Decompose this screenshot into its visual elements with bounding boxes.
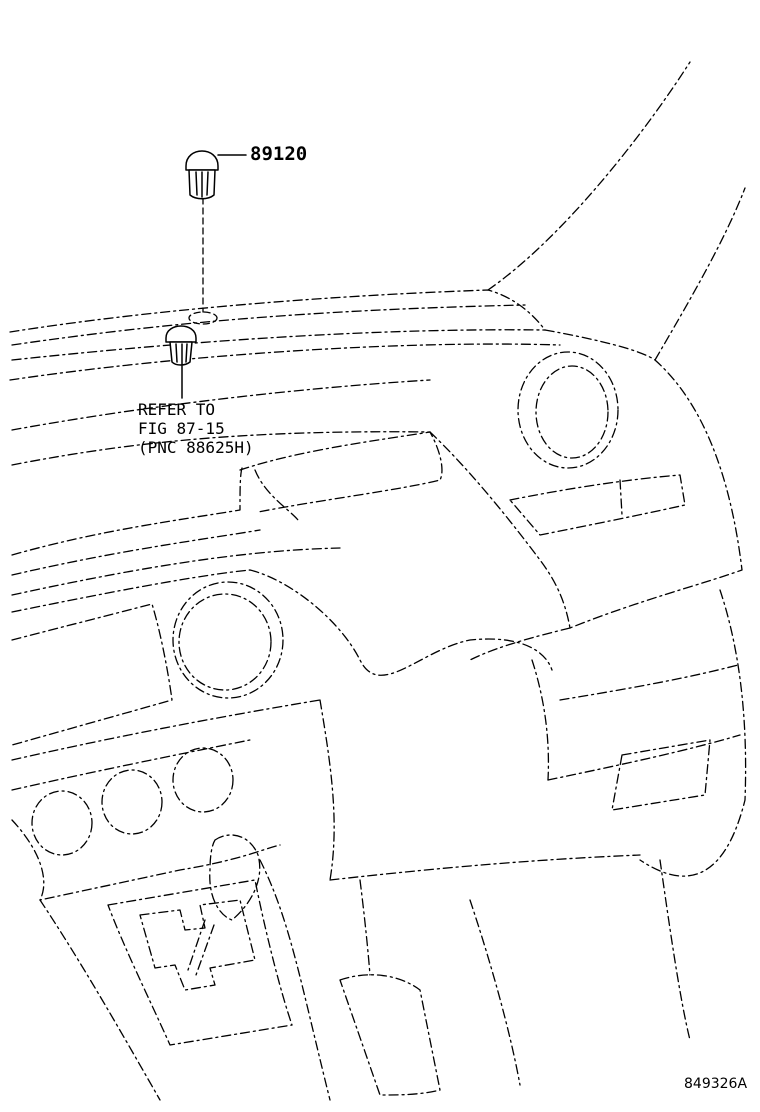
- left-face-mid: [11, 529, 261, 576]
- column-lower: [319, 699, 335, 881]
- column-outline: [249, 569, 553, 676]
- cluster-hood-left: [254, 469, 299, 521]
- dash-front-edge: [9, 343, 561, 381]
- mounting-hole: [188, 311, 218, 325]
- dash-lip: [11, 379, 431, 431]
- a-pillar-outline: [487, 61, 691, 291]
- cluster-hood: [239, 431, 443, 513]
- shifter-bezel: [107, 879, 293, 1046]
- left-face-upper: [11, 467, 243, 556]
- solar-sensor-icon: [185, 150, 219, 200]
- pedal: [339, 974, 441, 1096]
- shift-lever: [187, 919, 215, 976]
- lower-band-2: [11, 739, 251, 791]
- dash-right-side: [544, 329, 743, 629]
- reference-note-line-3: (PNC 88625H): [138, 438, 254, 457]
- shift-knob: [209, 834, 261, 921]
- right-vent-inner: [535, 365, 609, 459]
- dash-top-line-2: [11, 304, 526, 346]
- dash-right-lower: [469, 627, 571, 661]
- figure-code: 849326A: [684, 1076, 748, 1092]
- console-side: [39, 899, 161, 1101]
- console-side-right: [259, 859, 331, 1101]
- storage-tray-inner: [619, 479, 623, 516]
- knee-panel: [329, 854, 641, 881]
- right-lower-panel: [559, 664, 739, 701]
- center-vent-inner: [178, 593, 272, 691]
- dash-lip-2: [11, 431, 431, 466]
- reference-note-line-1: REFER TO: [138, 400, 216, 419]
- knob-center: [101, 769, 163, 835]
- right-pillar-lower: [639, 589, 747, 877]
- floor-line: [469, 899, 521, 1086]
- left-face-mid2: [11, 547, 341, 596]
- right-vent-lower: [611, 739, 711, 811]
- storage-tray: [509, 474, 686, 536]
- knob-right: [172, 747, 234, 813]
- part-number-label: 89120: [250, 143, 308, 165]
- clip-part-icon: [165, 325, 197, 366]
- right-vent-outer: [517, 351, 619, 469]
- right-lower-panel-2: [547, 734, 741, 781]
- center-vent-outer: [172, 581, 284, 699]
- column-right: [531, 659, 550, 781]
- console-outline: [11, 819, 281, 901]
- pedal-arm: [359, 879, 371, 976]
- a-pillar-inner: [654, 187, 746, 361]
- reference-note-line-2: FIG 87-15: [138, 419, 225, 438]
- knob-left: [31, 790, 93, 856]
- cluster-hood-side: [429, 431, 571, 629]
- lower-band-1: [11, 699, 321, 761]
- dash-top-line-3: [11, 329, 546, 361]
- floor-line-right: [659, 859, 691, 1041]
- shift-gate: [139, 899, 256, 991]
- left-panel: [11, 603, 173, 746]
- dash-top-edge: [9, 289, 546, 333]
- left-face-lower: [11, 569, 251, 613]
